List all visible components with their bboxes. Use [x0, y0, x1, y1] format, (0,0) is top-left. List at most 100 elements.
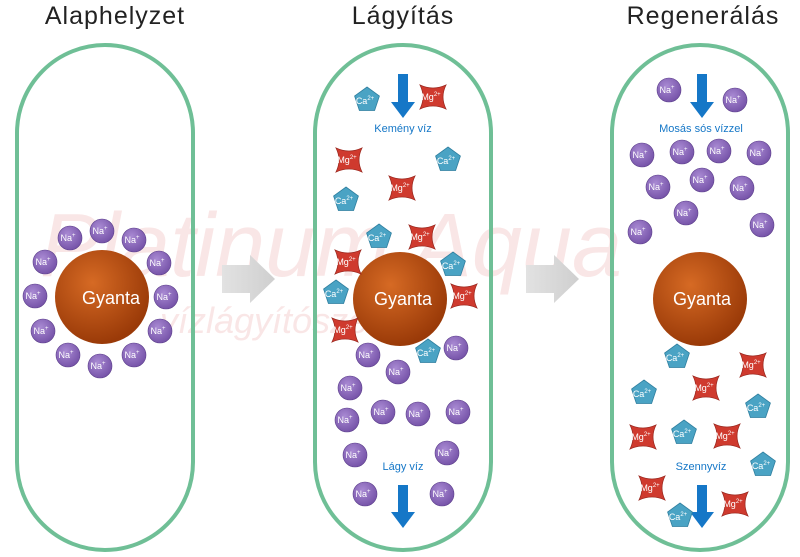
magnesium-ion: Mg2+ [419, 84, 447, 110]
magnesium-ion: Mg2+ [388, 175, 416, 201]
column-softening [313, 43, 493, 552]
svg-text:Ca2+: Ca2+ [335, 196, 354, 206]
magnesium-ion: Mg2+ [692, 375, 720, 401]
magnesium-ion: Mg2+ [331, 317, 359, 343]
sodium-ion: Na+ [673, 200, 699, 226]
sodium-ion: Na+ [22, 283, 48, 309]
calcium-ion: Ca2+ [323, 279, 349, 304]
sodium-ion: Na+ [405, 401, 431, 427]
sodium-ion: Na+ [55, 342, 81, 368]
svg-text:Na+: Na+ [124, 235, 140, 245]
svg-text:Ca2+: Ca2+ [437, 156, 456, 166]
svg-text:Na+: Na+ [676, 208, 692, 218]
sodium-ion: Na+ [121, 342, 147, 368]
resin-label-regeneration: Gyanta [673, 289, 732, 309]
sodium-ion: Na+ [89, 218, 115, 244]
svg-text:Na+: Na+ [672, 147, 688, 157]
svg-text:Na+: Na+ [648, 182, 664, 192]
svg-text:Na+: Na+ [149, 258, 165, 268]
svg-text:Na+: Na+ [709, 146, 725, 156]
sodium-ion: Na+ [334, 407, 360, 433]
sodium-ion: Na+ [147, 318, 173, 344]
calcium-ion: Ca2+ [750, 451, 776, 476]
svg-text:Na+: Na+ [432, 489, 448, 499]
svg-text:Na+: Na+ [337, 415, 353, 425]
flow-label-salt-wash: Mosás sós vízzel [659, 123, 743, 135]
svg-text:Ca2+: Ca2+ [442, 261, 461, 271]
svg-text:Na+: Na+ [340, 383, 356, 393]
sodium-ion: Na+ [746, 140, 772, 166]
resin-regeneration: Gyanta [653, 252, 747, 346]
title-regeneration: Regenerálás [626, 2, 780, 30]
magnesium-ion: Mg2+ [450, 283, 478, 309]
svg-text:Na+: Na+ [150, 326, 166, 336]
magnesium-ion: Mg2+ [335, 147, 363, 173]
flow-arrow-softening-out [391, 485, 415, 528]
svg-text:Ca2+: Ca2+ [325, 289, 344, 299]
svg-text:Ca2+: Ca2+ [669, 512, 688, 522]
sodium-ion: Na+ [645, 174, 671, 200]
flow-label-soft-water: Lágy víz [383, 461, 424, 473]
sodium-ion: Na+ [385, 359, 411, 385]
svg-text:Na+: Na+ [156, 292, 172, 302]
svg-text:Na+: Na+ [90, 361, 106, 371]
svg-text:Na+: Na+ [732, 183, 748, 193]
magnesium-ion: Mg2+ [629, 424, 657, 450]
sodium-ion: Na+ [629, 142, 655, 168]
sodium-ion: Na+ [434, 440, 460, 466]
sodium-ion: Na+ [627, 219, 653, 245]
resin-softening: Gyanta [353, 252, 447, 346]
calcium-ion: Ca2+ [671, 419, 697, 444]
svg-text:Na+: Na+ [345, 450, 361, 460]
svg-text:Mg2+: Mg2+ [715, 431, 735, 441]
svg-text:Ca2+: Ca2+ [747, 403, 766, 413]
sodium-ion: Na+ [706, 138, 732, 164]
svg-text:Mg2+: Mg2+ [336, 257, 356, 267]
magnesium-ion: Mg2+ [713, 423, 741, 449]
svg-text:Ca2+: Ca2+ [752, 461, 771, 471]
svg-text:Mg2+: Mg2+ [333, 325, 353, 335]
column-initial [15, 43, 195, 552]
calcium-ion: Ca2+ [415, 338, 441, 363]
calcium-ion: Ca2+ [667, 502, 693, 527]
column-regeneration [610, 43, 790, 552]
sodium-ion: Na+ [689, 167, 715, 193]
sodium-ion: Na+ [669, 139, 695, 165]
flow-label-hard-water: Kemény víz [374, 123, 431, 135]
calcium-ion: Ca2+ [440, 251, 466, 276]
sodium-ion: Na+ [32, 249, 58, 275]
resin-label-initial: Gyanta [82, 288, 141, 308]
sodium-ion: Na+ [153, 284, 179, 310]
flow-arrow-regeneration-in [690, 74, 714, 118]
svg-text:Na+: Na+ [25, 291, 41, 301]
svg-text:Mg2+: Mg2+ [452, 291, 472, 301]
magnesium-ion: Mg2+ [739, 352, 767, 378]
svg-text:Mg2+: Mg2+ [640, 483, 660, 493]
svg-text:Ca2+: Ca2+ [417, 348, 436, 358]
flow-arrow-softening-in [391, 74, 415, 118]
svg-text:Na+: Na+ [446, 343, 462, 353]
calcium-ion: Ca2+ [745, 393, 771, 418]
sodium-ion: Na+ [722, 87, 748, 113]
transition-arrow-1 [222, 255, 275, 303]
magnesium-ion: Mg2+ [638, 475, 666, 501]
sodium-ion: Na+ [121, 227, 147, 253]
sodium-ion: Na+ [370, 399, 396, 425]
magnesium-ion: Mg2+ [408, 224, 436, 250]
sodium-ion: Na+ [443, 335, 469, 361]
transition-arrow-2 [526, 255, 579, 303]
svg-text:Mg2+: Mg2+ [390, 183, 410, 193]
sodium-ion: Na+ [429, 481, 455, 507]
svg-text:Na+: Na+ [388, 367, 404, 377]
svg-text:Na+: Na+ [752, 220, 768, 230]
svg-text:Na+: Na+ [630, 227, 646, 237]
sodium-ion: Na+ [355, 342, 381, 368]
svg-text:Na+: Na+ [60, 233, 76, 243]
svg-text:Ca2+: Ca2+ [633, 389, 652, 399]
calcium-ion: Ca2+ [354, 86, 380, 111]
sodium-ion: Na+ [342, 442, 368, 468]
flow-label-waste-water: Szennyvíz [676, 461, 727, 473]
sodium-ion: Na+ [87, 353, 113, 379]
sodium-ion: Na+ [656, 77, 682, 103]
svg-text:Na+: Na+ [355, 489, 371, 499]
